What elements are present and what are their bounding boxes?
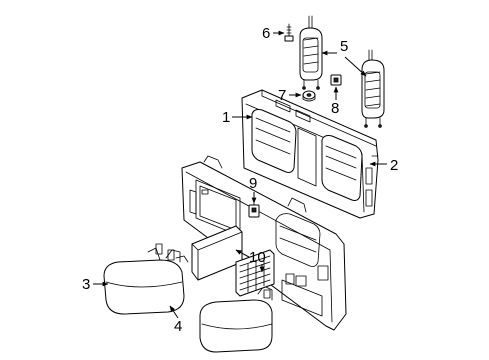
seat-back-frame (241, 89, 379, 219)
svg-text:5: 5 (340, 38, 348, 55)
svg-text:10: 10 (249, 249, 266, 266)
svg-text:1: 1 (222, 109, 230, 126)
cushion-straps-left (147, 243, 175, 261)
seat-cushion-part-4 (199, 285, 273, 353)
svg-text:2: 2 (390, 157, 398, 174)
callout-6: 6 (262, 25, 285, 42)
guide-part-8 (330, 74, 342, 86)
callout-3: 3 (82, 276, 109, 293)
armrest-part-10 (191, 225, 243, 281)
headrest-right (361, 49, 385, 128)
svg-text:6: 6 (262, 25, 270, 42)
callout-1: 1 (222, 109, 253, 126)
seat-cushion-part-3 (103, 249, 189, 315)
headrest-left (299, 15, 323, 90)
callout-8: 8 (331, 86, 339, 117)
bushing-part-7 (302, 90, 316, 102)
svg-text:4: 4 (174, 318, 182, 335)
callout-4: 4 (169, 305, 182, 335)
callout-5: 5 (321, 38, 367, 77)
callout-7: 7 (278, 87, 302, 104)
callout-10: 10 (235, 249, 266, 273)
svg-text:7: 7 (278, 87, 286, 104)
bolt-part-6 (284, 23, 294, 42)
svg-text:3: 3 (82, 276, 90, 293)
callout-2: 2 (369, 157, 398, 174)
svg-text:9: 9 (249, 175, 257, 192)
callout-9: 9 (249, 175, 257, 204)
svg-text:8: 8 (331, 100, 339, 117)
